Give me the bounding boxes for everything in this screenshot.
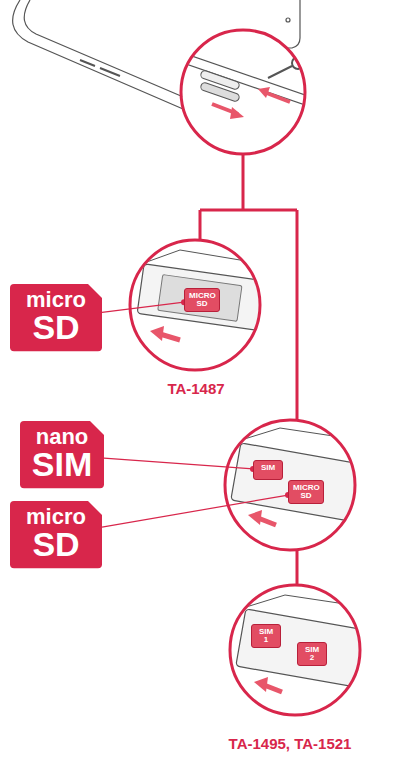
card-type-badge: nanoSIM	[20, 421, 104, 488]
badge-text: nano	[28, 427, 96, 448]
leader-line	[102, 302, 184, 312]
eject-detail	[170, 30, 320, 160]
badge-text: micro	[18, 507, 94, 528]
card-type-badge: microSD	[10, 284, 102, 351]
model-number: TA-1495, TA-1521	[229, 735, 352, 752]
card: SIM 1	[251, 624, 281, 649]
badge-text: SD	[18, 528, 94, 560]
badge-text: SIM	[28, 448, 96, 480]
model-number: TA-1487	[167, 380, 224, 397]
card-label: MICRO SD	[189, 292, 215, 309]
card-type-badge: microSD	[10, 501, 102, 568]
card: SIM 2	[297, 642, 327, 667]
card-label: SIM 1	[256, 628, 276, 645]
leader-line	[102, 495, 288, 527]
tray-detail	[130, 250, 270, 341]
badge-text: micro	[18, 290, 94, 311]
card: MICRO SD	[288, 480, 324, 505]
card-label: MICRO SD	[293, 484, 319, 501]
card: MICRO SD	[184, 288, 220, 313]
badge-text: SD	[18, 311, 94, 343]
bracket	[200, 154, 297, 586]
card: SIM	[253, 460, 283, 480]
card-label: SIM 2	[302, 646, 322, 663]
leader-line	[104, 458, 253, 469]
card-label: SIM	[258, 464, 278, 472]
tray-detail	[225, 428, 369, 525]
